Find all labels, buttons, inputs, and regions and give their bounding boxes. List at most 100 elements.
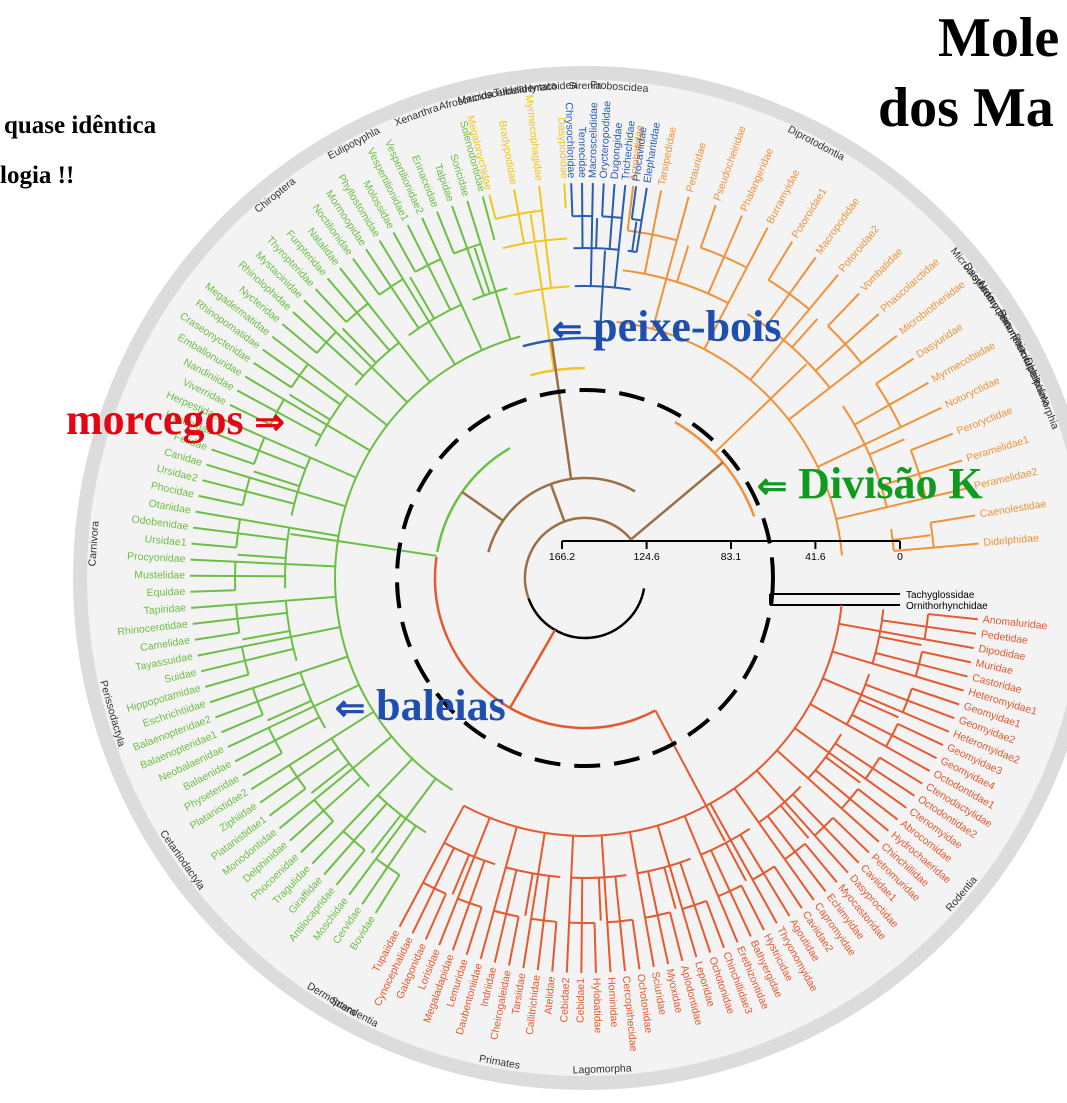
branch — [814, 769, 890, 832]
branch — [311, 758, 414, 865]
branch-arc — [923, 613, 930, 640]
branch — [398, 805, 465, 928]
branch — [411, 847, 455, 934]
backbone-arc — [527, 588, 646, 640]
branch — [209, 655, 349, 704]
branch — [628, 831, 655, 968]
branch-arc — [768, 279, 810, 311]
branch — [834, 742, 916, 797]
branch — [271, 335, 388, 427]
branch — [630, 186, 638, 220]
branch-arc — [288, 764, 307, 790]
branch — [827, 292, 860, 327]
taxon-label-didelphidae: Didelphidae — [983, 532, 1039, 549]
branch — [663, 867, 677, 910]
branch — [580, 877, 584, 973]
branch — [314, 288, 348, 323]
branch — [339, 267, 431, 383]
branch — [221, 713, 264, 734]
branch — [804, 843, 838, 883]
branch — [669, 912, 684, 962]
branch-arc — [345, 302, 369, 323]
branch — [776, 749, 880, 843]
branch — [278, 735, 393, 830]
branch — [875, 357, 915, 385]
taxon-label-procyonidae: Procyonidae — [127, 550, 186, 565]
branch-arc — [885, 723, 899, 748]
branch — [911, 687, 960, 706]
branch — [479, 826, 518, 960]
scale-tick-label: 41.6 — [805, 551, 826, 563]
branch — [733, 787, 815, 901]
branch — [769, 363, 808, 400]
branch — [244, 375, 371, 452]
branch — [724, 842, 747, 882]
branch — [190, 558, 336, 568]
branch — [879, 635, 922, 647]
branch-arc — [602, 215, 623, 219]
branch — [242, 752, 283, 777]
tree-branches — [190, 183, 979, 973]
taxon-label-cebidae2: Cebidae2 — [558, 977, 572, 1023]
arrow-left-icon: ⇐ — [335, 688, 366, 728]
branch — [215, 682, 305, 719]
branch — [236, 389, 322, 437]
title-line-1: Mole — [938, 7, 1060, 69]
branch — [406, 224, 452, 311]
branch — [192, 611, 288, 625]
branch — [488, 194, 497, 220]
branch — [513, 189, 525, 244]
annotation-divisao: ⇐ Divisão K — [757, 462, 983, 506]
branch — [930, 514, 976, 524]
branch — [656, 825, 698, 958]
clade-blue — [570, 183, 648, 339]
branch-arc — [342, 830, 366, 851]
branch — [202, 479, 295, 505]
annotation-divisao-text: Divisão K — [798, 459, 983, 508]
branch-arc — [827, 325, 863, 364]
branch-arc — [299, 672, 327, 729]
stem — [540, 289, 555, 371]
branch — [880, 459, 963, 487]
arrow-left-icon: ⇐ — [552, 309, 583, 349]
order-label-carnivora: Carnivora — [86, 520, 101, 566]
branch-arc — [316, 331, 337, 354]
branch — [191, 542, 237, 549]
branch — [211, 448, 255, 465]
branch — [267, 699, 312, 722]
branch — [822, 677, 950, 733]
branch-arc — [841, 405, 888, 508]
branch — [626, 185, 635, 231]
branch-arc — [290, 457, 312, 516]
note-line-1: quase idêntica — [4, 112, 157, 139]
branch-arc — [269, 398, 285, 426]
branch — [643, 190, 663, 274]
branch — [766, 815, 827, 892]
taxon-label-cebidae1: Cebidae1 — [575, 978, 587, 1023]
branch — [198, 494, 243, 507]
annotation-morcegos-text: morcegos — [66, 395, 244, 444]
branch-arc — [414, 258, 442, 273]
branch-arc — [571, 874, 627, 879]
branch-arc — [251, 687, 264, 716]
branch — [832, 650, 964, 692]
branch — [703, 227, 769, 350]
taxon-label-ornithorhynchidae: Ornithorhynchidae — [906, 601, 988, 612]
branch — [436, 211, 455, 254]
branch-arc — [377, 794, 427, 834]
branch — [190, 574, 286, 578]
branch-arc — [752, 865, 775, 881]
branch — [635, 187, 648, 253]
branch-arc — [890, 528, 895, 552]
taxon-label-orycteropodidae: Orycteropodidae — [598, 100, 614, 178]
branch — [835, 486, 970, 521]
branch — [817, 406, 942, 468]
branch — [614, 876, 626, 972]
branch-arc — [493, 909, 519, 918]
stem — [337, 540, 437, 557]
branch — [374, 874, 401, 914]
branch — [197, 626, 341, 657]
branch-arc — [784, 842, 806, 861]
branch — [892, 534, 931, 541]
